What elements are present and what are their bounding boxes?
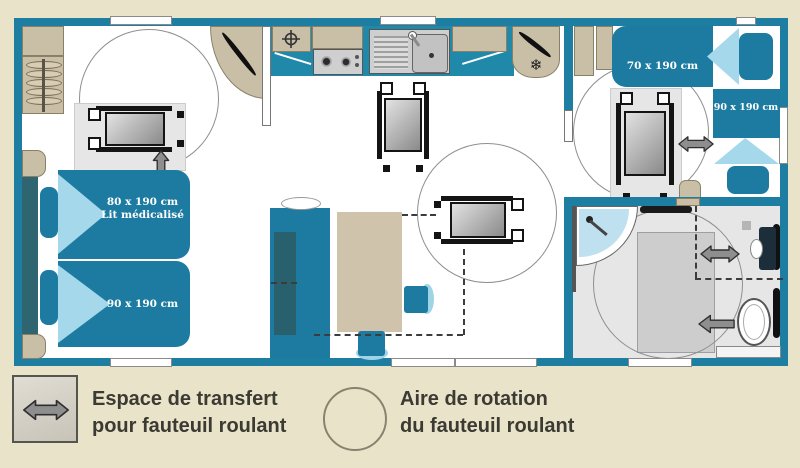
bed-type-label: Lit médicalisé <box>101 209 184 221</box>
partition-wall <box>564 26 573 110</box>
nightstand <box>22 334 46 359</box>
bed-label: 80 x 190 cm Lit médicalisé <box>90 196 195 222</box>
bed-right-side <box>713 89 780 138</box>
kitchen-cabinet <box>312 26 363 49</box>
bed-size-label: 70 x 190 cm <box>626 60 699 72</box>
fridge-icon: ❄ <box>512 26 560 78</box>
bed-size-label: 90 x 190 cm <box>713 102 779 113</box>
dish-icon <box>281 197 321 210</box>
transfer-arrow-icon <box>700 240 740 268</box>
shelf <box>676 198 700 206</box>
legend-line: Espace de transfert <box>92 388 278 410</box>
gas-hob-icon <box>281 29 301 49</box>
window <box>391 358 455 367</box>
snowflake-icon: ❄ <box>529 57 543 74</box>
nightstand <box>22 150 46 177</box>
window <box>455 358 537 367</box>
zone-dashed <box>695 206 697 278</box>
legend-transfer-icon <box>12 375 78 443</box>
path-dashed <box>314 334 463 336</box>
path-dashed <box>463 249 465 335</box>
washbasin-icon <box>759 227 776 270</box>
legend-transfer-label: Espace de transfert pour fauteuil roulan… <box>92 386 286 440</box>
wardrobe <box>596 26 613 70</box>
wardrobe-hanging <box>22 56 64 114</box>
toilet-cistern <box>716 346 781 358</box>
window <box>736 17 756 25</box>
window <box>779 107 788 164</box>
wardrobe <box>574 26 594 76</box>
legend-line: du fauteuil roulant <box>400 415 575 437</box>
window <box>110 358 172 367</box>
wardrobe-top <box>22 26 64 56</box>
door-leaf <box>262 26 271 126</box>
headboard <box>22 177 38 335</box>
chair <box>404 286 428 313</box>
bed-size-label: 80 x 190 cm <box>106 196 179 208</box>
bed-right-top <box>612 26 713 87</box>
wheelchair-icon <box>88 106 184 152</box>
grab-bar <box>773 224 780 270</box>
zone-dashed <box>695 278 783 280</box>
bed-size-label: 90 x 190 cm <box>106 298 179 310</box>
shower-screen <box>572 206 576 292</box>
wheelchair-icon <box>616 92 674 200</box>
pillow <box>40 187 58 238</box>
pillow <box>727 166 769 194</box>
legend-line: Aire de rotation <box>400 388 548 410</box>
bathroom-wall <box>564 197 573 366</box>
drain <box>742 221 751 230</box>
transfer-arrow-icon <box>678 131 714 157</box>
window <box>110 16 172 25</box>
washbasin-bowl <box>750 239 763 259</box>
pillow <box>40 270 58 325</box>
rotation-circle-icon <box>417 143 557 283</box>
toilet-icon <box>737 298 771 346</box>
door-leaf <box>564 110 573 142</box>
wheelchair-icon <box>434 196 524 244</box>
transfer-arrow-icon <box>698 310 736 338</box>
towel-rail <box>640 206 692 213</box>
wardrobe-rail <box>42 59 45 112</box>
kitchen-cabinet <box>452 26 507 52</box>
stove-icon <box>313 49 363 75</box>
pillow <box>739 33 773 80</box>
path-dashed <box>402 214 436 216</box>
sink-icon <box>369 29 450 74</box>
path-dashed <box>271 282 297 284</box>
dining-table <box>337 212 402 332</box>
window <box>628 358 692 367</box>
wheelchair-icon <box>377 82 429 172</box>
grab-bar <box>773 288 780 338</box>
window <box>380 16 436 25</box>
legend-line: pour fauteuil roulant <box>92 415 287 437</box>
legend-rotation-label: Aire de rotation du fauteuil roulant <box>400 386 574 440</box>
legend-rotation-icon <box>323 387 387 451</box>
